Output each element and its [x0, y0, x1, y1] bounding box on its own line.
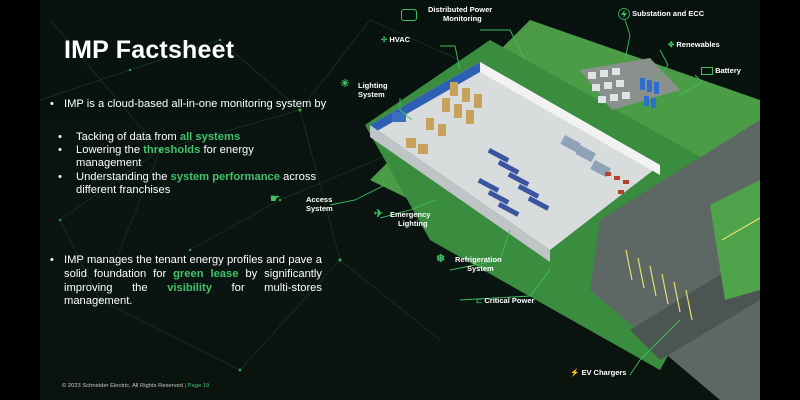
footer-page-number: | Page 19: [184, 383, 210, 389]
running-person-icon: ✈: [374, 208, 384, 220]
sub-bullet-list: •Tacking of data from all systems •Lower…: [58, 131, 318, 197]
sub-bullet: •Tacking of data from all systems: [58, 131, 241, 143]
second-bullet-text: by significantly improving the: [64, 267, 322, 294]
callout-label: Monitoring: [443, 13, 482, 23]
callout-label: Distributed Power: [428, 5, 493, 14]
sub-bullet-highlight: all systems: [179, 131, 241, 143]
sub-bullet: •Understanding the system performance ac…: [58, 170, 317, 196]
network-background: [40, 19, 461, 372]
intro-bullet: • IMP is a cloud-based all-in-one monito…: [50, 98, 330, 112]
intro-bullet-text: IMP is a cloud-based all-in-one monitori…: [64, 98, 327, 110]
callout-label: System: [306, 203, 333, 213]
footer-copyright: © 2023 Schneider Electric, All Rights Re…: [62, 383, 183, 389]
callout-label: EV Chargers: [581, 368, 627, 377]
left-letterbox: [0, 0, 40, 400]
slide-title: IMP Factsheet: [64, 36, 235, 64]
right-letterbox: [760, 0, 800, 400]
callout-label: System: [467, 263, 494, 273]
green-lease-highlight: green lease: [173, 267, 239, 280]
callout-hvac: ✣ HVAC: [381, 35, 411, 45]
callout-distributed-power: Distributed Power Monitoring: [428, 5, 493, 23]
sub-bullet-text: Understanding the: [76, 170, 171, 183]
callout-emergency: Emergency Lighting: [390, 210, 431, 228]
callout-battery: Battery: [701, 66, 741, 76]
sub-bullet-highlight: thresholds: [143, 144, 201, 157]
plug-icon: ⊏: [476, 296, 483, 305]
bullet-dot: •: [50, 98, 54, 110]
callout-label: Renewables: [676, 40, 720, 49]
callout-label: HVAC: [389, 35, 411, 44]
callout-label: Substation and ECC: [632, 8, 705, 18]
visibility-highlight: visibility: [167, 281, 212, 294]
callout-label: Lighting: [358, 81, 388, 90]
callout-substation: Substation and ECC: [618, 8, 704, 20]
callout-label: System: [358, 89, 385, 99]
sub-bullet-text: Lowering the: [76, 144, 144, 157]
sub-bullet-highlight: system performance: [170, 170, 280, 183]
car-charger-icon: ⚡: [570, 368, 580, 377]
second-bullet: • IMP manages the tenant energy profiles…: [50, 254, 322, 309]
callout-label: Battery: [715, 66, 741, 75]
fan-icon: ✣: [381, 35, 388, 44]
callout-label: Emergency: [390, 210, 431, 219]
bullet-dot: •: [50, 254, 54, 266]
callout-lighting: Lighting System: [358, 81, 388, 99]
callout-ev-chargers: ⚡ EV Chargers: [570, 368, 627, 378]
building-illustration: [330, 19, 760, 400]
callout-renewables: ✤ Renewables: [668, 40, 720, 50]
hand-card-icon: ☛: [270, 193, 280, 205]
lightbulb-icon: ☀: [340, 78, 350, 90]
sub-bullet-text: for energy management: [76, 144, 254, 170]
footer: © 2023 Schneider Electric, All Rights Re…: [62, 383, 209, 389]
callout-label: Refrigeration: [455, 255, 502, 264]
second-bullet-text: for multi-stores management.: [64, 281, 322, 308]
lightning-bolt-icon: [618, 8, 630, 20]
battery-icon: [701, 67, 713, 76]
callout-label: Lighting: [398, 218, 428, 228]
callout-label: Critical Power: [484, 296, 535, 305]
callout-refrigeration: Refrigeration System: [455, 255, 502, 273]
second-bullet-text: IMP manages the tenant energy profiles a…: [64, 254, 322, 280]
callout-critical-power: ⊏ Critical Power: [476, 296, 535, 306]
sub-bullet-text: across different franchises: [76, 170, 317, 196]
callout-label: Access: [306, 195, 333, 204]
wind-turbine-icon: ✤: [668, 40, 675, 49]
power-plug-icon: [401, 9, 417, 21]
snowflake-icon: ❄: [436, 253, 446, 265]
callout-access: Access System: [306, 195, 333, 213]
sub-bullet: •Lowering the thresholds for energy mana…: [58, 144, 254, 170]
sub-bullet-text: Tacking of data from: [76, 131, 180, 143]
